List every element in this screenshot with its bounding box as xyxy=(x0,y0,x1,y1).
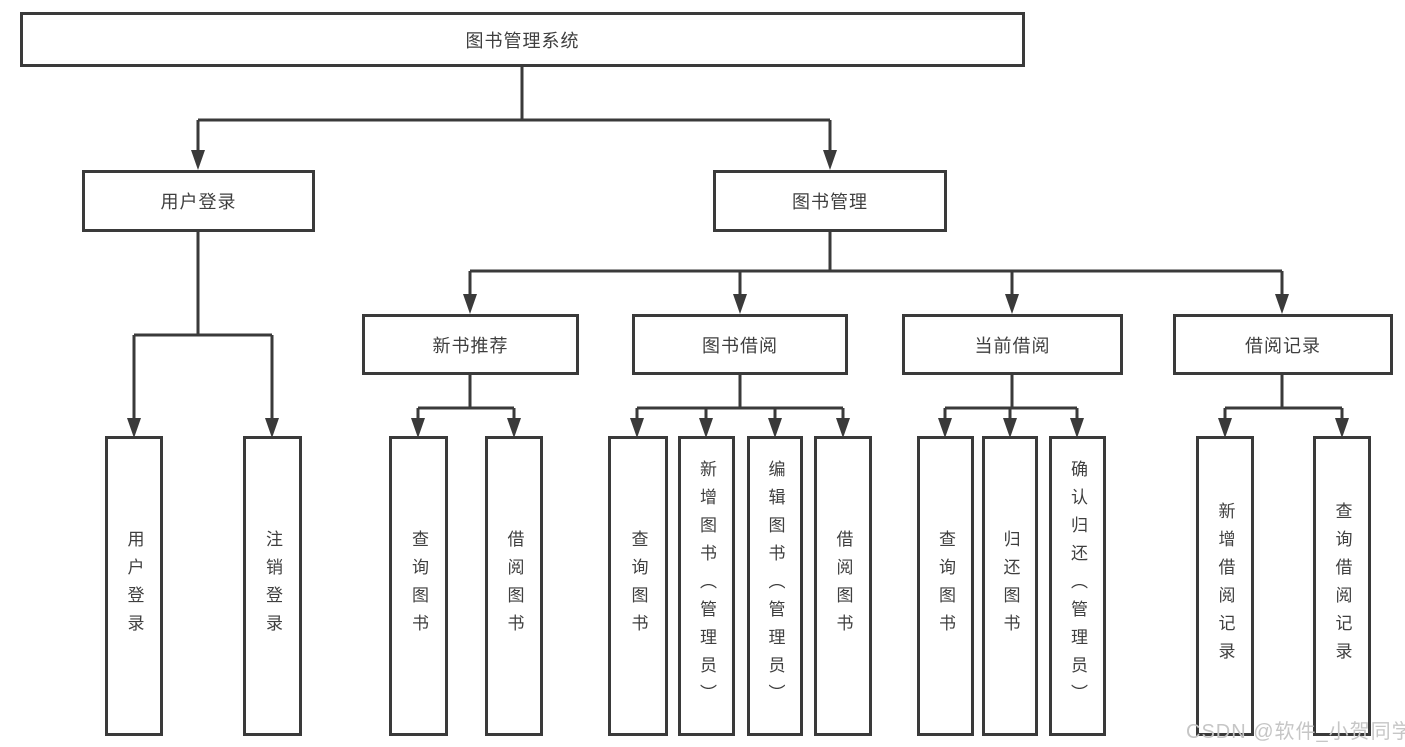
node-new-book-recommend: 新书推荐 xyxy=(362,314,579,375)
node-book-management: 图书管理 xyxy=(713,170,947,232)
leaf-add-books-admin: 新增图书（管理员） xyxy=(678,436,735,736)
node-label: 用户登录 xyxy=(160,192,237,212)
leaf-query-borrow-record: 查询借阅记录 xyxy=(1313,436,1371,736)
leaf-borrow-books: 借阅图书 xyxy=(814,436,872,736)
leaf-label: 注销登录 xyxy=(263,530,282,642)
leaf-label: 查询图书 xyxy=(409,530,428,642)
leaf-query-books-current: 查询图书 xyxy=(917,436,974,736)
node-library-management-system: 图书管理系统 xyxy=(20,12,1025,67)
leaf-query-books-recommend: 查询图书 xyxy=(389,436,448,736)
leaf-logout: 注销登录 xyxy=(243,436,302,736)
leaf-label: 新增借阅记录 xyxy=(1215,502,1235,670)
leaf-edit-books-admin: 编辑图书（管理员） xyxy=(747,436,803,736)
leaf-label: 新增图书（管理员） xyxy=(697,460,716,712)
node-user-login: 用户登录 xyxy=(82,170,315,232)
leaf-user-login: 用户登录 xyxy=(105,436,163,736)
leaf-label: 查询图书 xyxy=(936,530,955,642)
node-label: 借阅记录 xyxy=(1245,335,1321,356)
leaf-query-books-borrowing: 查询图书 xyxy=(608,436,668,736)
leaf-add-borrow-record: 新增借阅记录 xyxy=(1196,436,1254,736)
leaf-label: 借阅图书 xyxy=(504,530,524,642)
leaf-label: 编辑图书（管理员） xyxy=(765,460,785,712)
leaf-label: 查询图书 xyxy=(628,530,648,642)
node-book-borrowing: 图书借阅 xyxy=(632,314,848,375)
watermark: CSDN @软件_小贺同学 xyxy=(1186,721,1405,743)
leaf-label: 确认归还（管理员） xyxy=(1068,460,1087,712)
leaf-return-books: 归还图书 xyxy=(982,436,1038,736)
leaf-label: 查询借阅记录 xyxy=(1332,502,1352,670)
node-current-borrowing: 当前借阅 xyxy=(902,314,1123,375)
leaf-borrow-books-recommend: 借阅图书 xyxy=(485,436,543,736)
node-borrowing-records: 借阅记录 xyxy=(1173,314,1393,375)
node-label: 图书管理系统 xyxy=(465,30,580,51)
leaf-label: 借阅图书 xyxy=(833,530,853,642)
leaf-confirm-return-admin: 确认归还（管理员） xyxy=(1049,436,1106,736)
node-label: 图书管理 xyxy=(792,192,868,212)
node-label: 图书借阅 xyxy=(702,335,778,356)
node-label: 当前借阅 xyxy=(974,335,1051,356)
leaf-label: 归还图书 xyxy=(1000,530,1020,642)
node-label: 新书推荐 xyxy=(432,335,509,356)
leaf-label: 用户登录 xyxy=(124,530,144,642)
